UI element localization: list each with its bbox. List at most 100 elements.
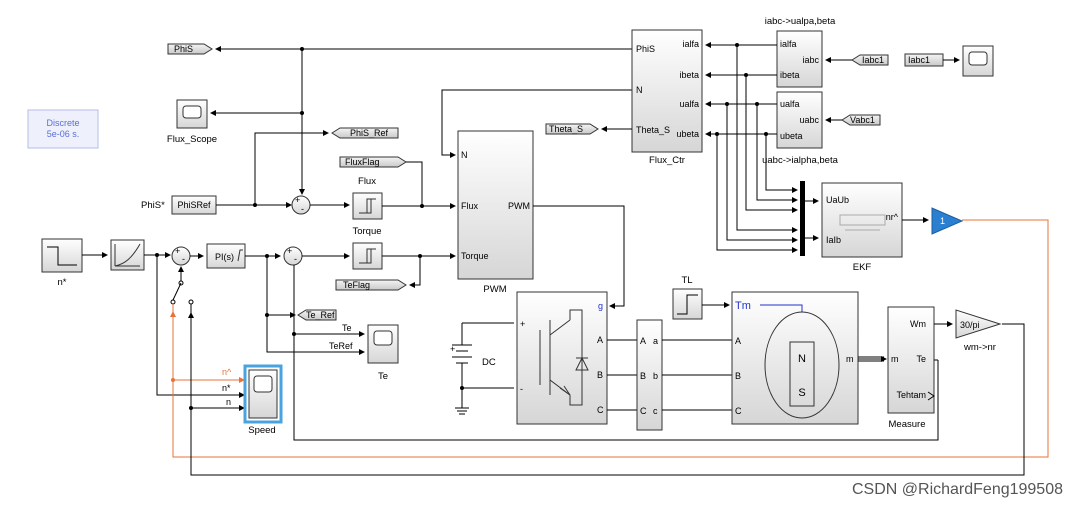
phisref-constant-block[interactable]: PhiSRef bbox=[171, 195, 217, 215]
fc-port-ibeta: ibeta bbox=[679, 70, 699, 80]
iabc-transform-block[interactable]: ialfa iabc ibeta bbox=[776, 30, 823, 88]
wire-pwm-gate bbox=[533, 205, 625, 309]
measure-label: Measure bbox=[889, 419, 926, 430]
t2-uabc: uabc bbox=[799, 115, 819, 125]
solver-type: Discrete bbox=[46, 118, 79, 128]
phis-star-label: PhiS* bbox=[141, 200, 165, 211]
ekf-block[interactable]: UaUb IaIb nr^ EKF bbox=[821, 182, 903, 273]
inv-port-a: A bbox=[597, 335, 603, 345]
te-ref-label: Te_Ref bbox=[306, 310, 335, 320]
gain-block-blue[interactable]: 1 bbox=[931, 207, 964, 235]
n-star-block-label: n* bbox=[58, 277, 67, 288]
teref-signal-label: TeRef bbox=[329, 341, 353, 351]
torque-sum-plus: + bbox=[287, 246, 292, 256]
wire-ibeta2-ekf bbox=[716, 134, 798, 253]
powergui-solver-block[interactable]: Discrete 5e-06 s. bbox=[27, 109, 99, 149]
flux-sum-plus: + bbox=[295, 195, 300, 205]
speed-nstar-label: n* bbox=[222, 383, 231, 393]
te-scope-block[interactable]: Te bbox=[367, 324, 399, 382]
iabc-scope-block[interactable] bbox=[962, 45, 994, 77]
t1-ibeta: ibeta bbox=[780, 70, 800, 80]
mux-iaib[interactable] bbox=[800, 221, 805, 256]
phis-goto-tag[interactable]: PhiS bbox=[167, 43, 213, 55]
wire-te-scope bbox=[293, 265, 365, 337]
rate-limiter-block[interactable] bbox=[110, 239, 145, 271]
te-scope-label: Te bbox=[378, 371, 388, 382]
dc-label: DC bbox=[482, 357, 496, 368]
wire-phis-ref bbox=[254, 130, 329, 205]
uabc-transform-block[interactable]: ualfa uabc ubeta bbox=[776, 91, 823, 149]
iabc1-goto-tag[interactable]: Iabc1 bbox=[904, 53, 944, 67]
flux-ctr-block[interactable]: PhiS N Theta_S ialfa ibeta ualfa ubeta F… bbox=[631, 29, 703, 166]
te-ref-goto-tag[interactable]: Te_Ref bbox=[297, 309, 337, 321]
tl-label: TL bbox=[681, 275, 692, 286]
fluxflag-label: FluxFlag bbox=[345, 157, 380, 167]
gain-30pi-block[interactable]: 30/pi wm->nr bbox=[955, 309, 1002, 353]
inv-plus: + bbox=[520, 319, 525, 329]
wire-ubeta-ekf bbox=[765, 134, 798, 193]
mot-S: S bbox=[798, 387, 805, 399]
mid-a: a bbox=[653, 336, 658, 346]
theta-s-label: Theta_S bbox=[549, 124, 583, 134]
theta-s-goto-tag[interactable]: Theta_S bbox=[545, 123, 599, 135]
speed-sum-block[interactable]: + - bbox=[171, 246, 191, 266]
teflag-goto-tag[interactable]: TeFlag bbox=[335, 279, 407, 291]
iabc1-goto-label: Iabc1 bbox=[908, 55, 930, 65]
flux-sum-block[interactable]: + - bbox=[291, 195, 311, 215]
speed-sum-plus: + bbox=[175, 246, 180, 256]
t2-ubeta: ubeta bbox=[780, 131, 803, 141]
meas-te: Te bbox=[916, 354, 926, 364]
wire-ibeta-ekf bbox=[745, 75, 798, 213]
flux-ctr-label: Flux_Ctr bbox=[649, 155, 685, 166]
fc-port-ubeta: ubeta bbox=[676, 129, 699, 139]
pi-text: PI(s) bbox=[215, 252, 234, 262]
measure-block[interactable]: m Wm Te Tehtam Measure bbox=[887, 306, 935, 430]
pi-controller-block[interactable]: PI(s) bbox=[206, 243, 246, 269]
torque-hysteresis-block[interactable] bbox=[352, 242, 383, 270]
ekf-label: EKF bbox=[853, 262, 872, 273]
inv-minus: - bbox=[520, 384, 523, 394]
wire-ualfa-ekf bbox=[756, 104, 798, 203]
pwm-port-out: PWM bbox=[508, 201, 530, 211]
iabc1-from-label: Iabc1 bbox=[862, 55, 884, 65]
wm-nr-label: wm->nr bbox=[963, 342, 996, 353]
speed-nhat-label: n^ bbox=[222, 367, 232, 377]
phis-goto-label: PhiS bbox=[174, 44, 193, 54]
speed-sum-minus: - bbox=[182, 254, 185, 264]
pmsm-motor-block[interactable]: Tm A B C m N S bbox=[731, 291, 859, 425]
speed-n-label: n bbox=[226, 397, 231, 407]
watermark: CSDN @RichardFeng199508 bbox=[852, 481, 1063, 498]
fluxflag-goto-tag[interactable]: FluxFlag bbox=[339, 156, 407, 168]
teflag-label: TeFlag bbox=[343, 280, 370, 290]
torque-hysteresis-label: Torque bbox=[352, 226, 381, 237]
t2-ualfa: ualfa bbox=[780, 99, 800, 109]
inverter-block[interactable]: + - g A B C bbox=[516, 291, 608, 425]
ekf-port-uaub: UaUb bbox=[826, 195, 849, 205]
wire-flux-scope bbox=[210, 49, 303, 116]
vabc1-from-tag[interactable]: Vabc1 bbox=[841, 114, 881, 126]
vi-measurement-block[interactable]: A B C a b c bbox=[636, 319, 663, 431]
mux-uaub[interactable] bbox=[800, 181, 805, 221]
fc-port-n: N bbox=[636, 85, 643, 95]
flux-hysteresis-block[interactable] bbox=[352, 192, 383, 220]
tl-step-block[interactable] bbox=[672, 288, 703, 320]
flux-scope-block[interactable]: Flux_Scope bbox=[167, 99, 217, 145]
manual-switch-block[interactable] bbox=[170, 280, 194, 305]
inv-port-c: C bbox=[597, 405, 604, 415]
iabc1-from-tag[interactable]: Iabc1 bbox=[851, 54, 889, 66]
torque-sum-block[interactable]: + - bbox=[283, 246, 303, 266]
dc-source-block[interactable]: DC + bbox=[450, 323, 496, 415]
speed-scope-block[interactable]: Speed bbox=[243, 364, 283, 436]
fc-port-ialfa: ialfa bbox=[682, 39, 699, 49]
phis-ref-goto-tag[interactable]: PhiS_Ref bbox=[331, 127, 399, 139]
pwm-port-torque: Torque bbox=[461, 251, 489, 261]
meas-wm: Wm bbox=[910, 319, 926, 329]
fc-port-ualfa: ualfa bbox=[679, 99, 699, 109]
wire-ialfa-ekf bbox=[736, 45, 798, 233]
wire-te-feedback bbox=[293, 334, 939, 441]
pwm-block[interactable]: N Flux Torque PWM PWM bbox=[457, 130, 534, 295]
wire-nstar-speed bbox=[156, 255, 245, 398]
pwm-port-n: N bbox=[461, 150, 468, 160]
speed-step-block[interactable]: n* bbox=[41, 238, 83, 288]
phisref-text: PhiSRef bbox=[177, 200, 211, 210]
